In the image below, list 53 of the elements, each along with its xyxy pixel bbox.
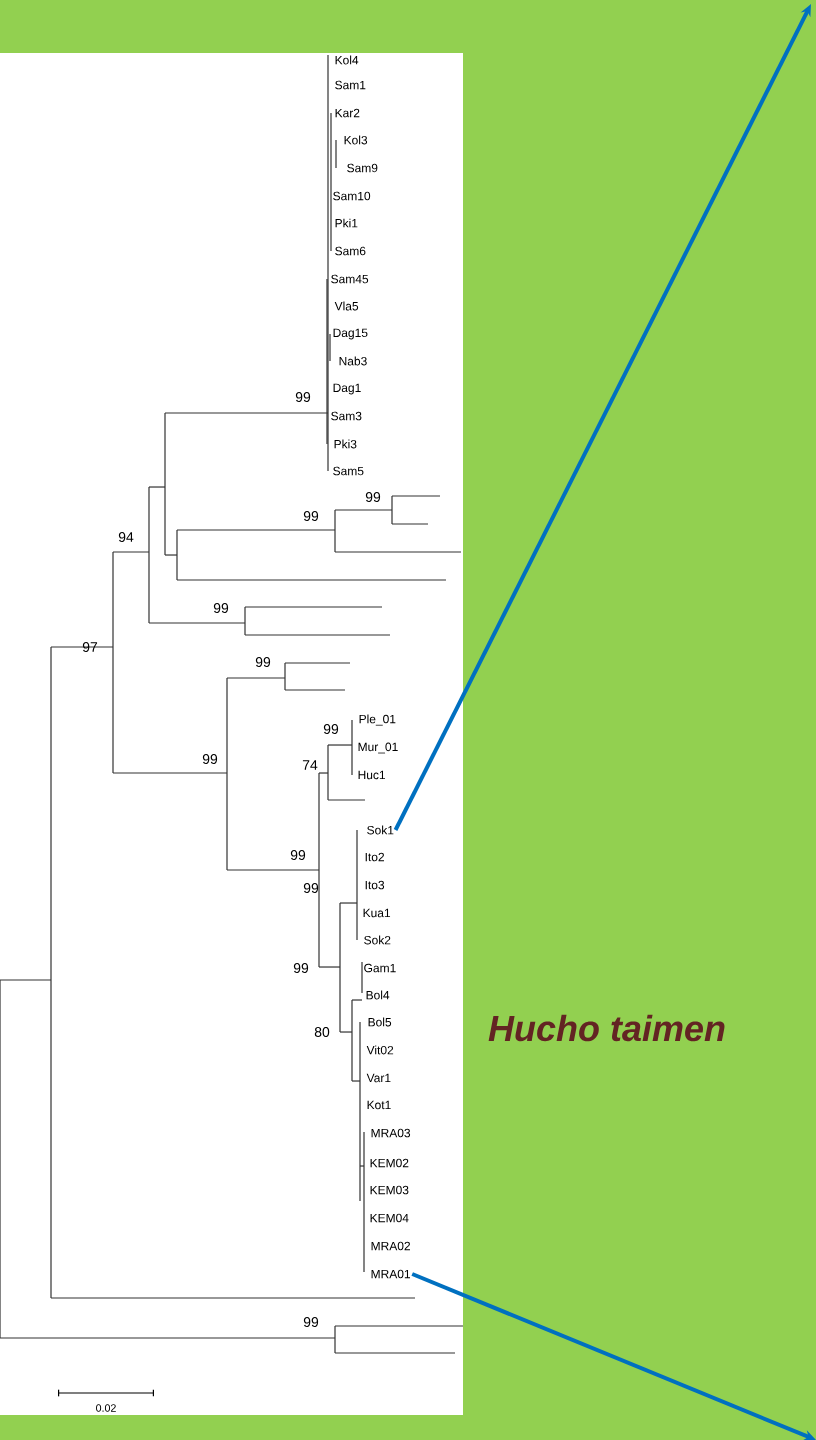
tip-label: Kol4 xyxy=(335,55,359,65)
tip-label: Dag15 xyxy=(333,328,368,340)
tip-label: Huc1 xyxy=(358,770,385,780)
tip-label: Vit02 xyxy=(366,1045,394,1055)
bootstrap-value: 99 xyxy=(295,392,311,402)
tip-label: Kar2 xyxy=(335,108,360,118)
tip-label: Sam9 xyxy=(347,163,378,173)
bootstrap-value: 80 xyxy=(314,1027,330,1037)
tip-label: Pki1 xyxy=(335,218,358,228)
tip-label: Sam45 xyxy=(331,274,369,284)
bootstrap-value: 97 xyxy=(82,642,98,652)
tip-label: Dag1 xyxy=(333,383,361,395)
tip-label: Pki3 xyxy=(334,439,357,449)
tip-label: Bol5 xyxy=(368,1017,392,1027)
tip-label: Kua1 xyxy=(363,908,391,918)
bootstrap-value: 99 xyxy=(293,963,309,973)
species-label: Hucho taimen xyxy=(488,1014,725,1042)
tip-label: Kot1 xyxy=(367,1100,391,1110)
tip-label: Bol4 xyxy=(366,990,390,1000)
tip-label: Vla5 xyxy=(334,301,359,311)
tip-label: Kol3 xyxy=(344,135,368,145)
bootstrap-value: 99 xyxy=(365,492,381,502)
tip-label: KEM02 xyxy=(370,1158,409,1168)
tip-label: Var1 xyxy=(366,1073,391,1083)
tip-label: Nab3 xyxy=(339,356,367,366)
scale-label: 0.02 xyxy=(96,1404,116,1412)
bootstrap-value: 99 xyxy=(323,724,339,734)
tip-label: Sam6 xyxy=(335,246,366,256)
bootstrap-value: 94 xyxy=(118,532,134,542)
tip-label: Ito2 xyxy=(365,852,384,862)
tip-label: Mur_01 xyxy=(358,742,398,754)
bootstrap-value: 74 xyxy=(302,760,318,770)
tip-label: Sam5 xyxy=(333,466,364,476)
bootstrap-value: 99 xyxy=(290,850,306,860)
bootstrap-value: 99 xyxy=(255,657,271,667)
tip-label: Sok2 xyxy=(364,935,391,945)
bootstrap-value: 99 xyxy=(303,1317,319,1327)
tip-label: Ple_01 xyxy=(359,714,396,726)
tip-label: Gam1 xyxy=(364,963,396,973)
bootstrap-value: 99 xyxy=(202,754,218,764)
tip-label: Sam3 xyxy=(331,411,362,421)
tip-label: KEM04 xyxy=(370,1213,409,1223)
tip-label: Sam1 xyxy=(335,80,366,90)
tip-label: MRA02 xyxy=(371,1241,410,1251)
tip-label: Ito3 xyxy=(365,880,385,890)
bootstrap-value: 99 xyxy=(213,603,229,613)
tip-label: MRA03 xyxy=(371,1128,411,1138)
tip-label: MRA01 xyxy=(371,1269,410,1279)
tip-label: Sam10 xyxy=(333,191,371,201)
tip-label: KEM03 xyxy=(370,1185,409,1195)
tip-label: Sok1 xyxy=(367,825,394,835)
bootstrap-value: 99 xyxy=(303,883,319,893)
bootstrap-value: 99 xyxy=(303,511,319,521)
